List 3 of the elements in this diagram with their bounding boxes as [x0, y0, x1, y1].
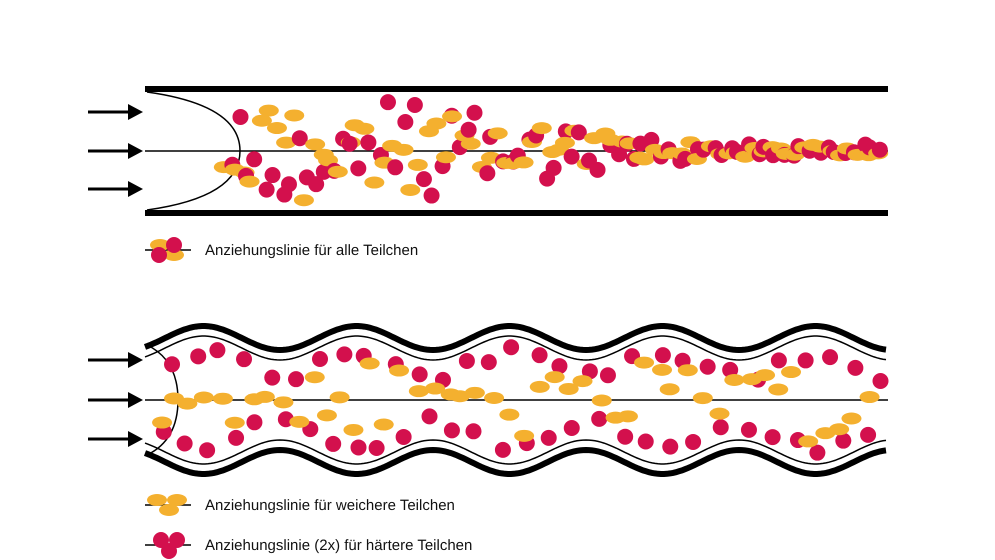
legend-text: Anziehungslinie für alle Teilchen [205, 242, 418, 258]
legend-text: Anziehungslinie für weichere Teilchen [205, 496, 455, 514]
legend-text: Anziehungslinie (2x) für härtere Teilchen [205, 536, 472, 554]
